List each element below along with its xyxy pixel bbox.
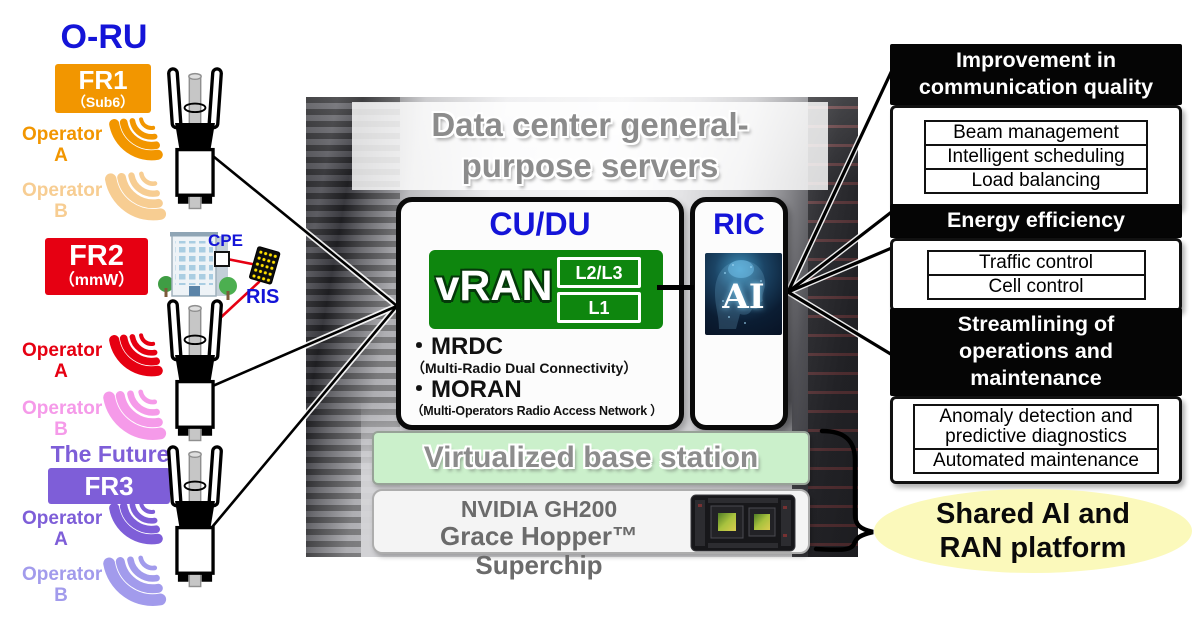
ai-head-profile-icon	[715, 260, 765, 329]
signal-waves-icon	[100, 500, 164, 558]
signal-waves-icon	[100, 332, 164, 390]
cudu-features: ・MRDC （Multi-Radio Dual Connectivity） ・M…	[407, 334, 683, 419]
fr2-label: FR2	[69, 240, 124, 272]
panel-title: Improvement in communication quality	[890, 44, 1182, 105]
oru-title: O-RU	[60, 18, 148, 56]
cudu-title: CU/DU	[489, 206, 591, 242]
ric-title: RIC	[713, 208, 765, 241]
panel-title: Streamlining of operations and maintenan…	[890, 308, 1182, 396]
gh200-label: NVIDIA GH200 Grace Hopper™ Superchip	[440, 496, 638, 580]
ai-brain-image: AI	[705, 253, 782, 335]
panel-streamlining-operations: Streamlining of operations and maintenan…	[890, 308, 1182, 484]
antenna-icon	[166, 66, 224, 218]
moran-desc: （Multi-Operators Radio Access Network ）	[411, 404, 663, 418]
signal-waves-icon	[92, 388, 168, 456]
vran-ric-connector	[657, 285, 694, 290]
fr3-label: FR3	[84, 471, 134, 501]
gh200-chip-image	[690, 494, 796, 552]
cpe-label: CPE	[208, 231, 243, 250]
fr2-sub-label: （mmW）	[58, 272, 135, 289]
layer-l1-box: L1	[557, 292, 641, 323]
ric-box: RIC AI	[690, 197, 788, 430]
panel-item: Load balancing	[924, 168, 1148, 194]
vran-label: vRAN	[435, 262, 553, 310]
panel-item: Anomaly detection and predictive diagnos…	[913, 404, 1159, 450]
ris-label: RIS	[246, 286, 280, 308]
fr2-band-box: FR2 （mmW）	[45, 238, 148, 295]
ai-label: AI	[722, 277, 765, 317]
moran-label: ・MORAN	[407, 376, 522, 403]
panel-body: Anomaly detection and predictive diagnos…	[890, 396, 1182, 484]
antenna-icon	[166, 298, 224, 450]
virtualized-base-station-bar: Virtualized base station	[372, 431, 810, 485]
fr1-label: FR1	[78, 65, 128, 95]
signal-waves-icon	[100, 116, 164, 174]
panel-item: Cell control	[926, 274, 1146, 300]
signal-waves-icon	[94, 170, 168, 236]
mrdc-label: ・MRDC	[407, 333, 503, 360]
panel-item: Beam management	[924, 120, 1148, 146]
vran-box: vRAN L2/L3 L1	[429, 250, 663, 329]
panel-communication-quality: Improvement in communication quality Bea…	[890, 44, 1182, 210]
mrdc-desc: （Multi-Radio Dual Connectivity）	[411, 360, 638, 376]
cpe-box-icon	[214, 251, 230, 267]
ris-panel-icon	[249, 246, 281, 285]
panel-title: Energy efficiency	[890, 204, 1182, 238]
layer-l2l3-box: L2/L3	[557, 257, 641, 288]
panel-body: Traffic control Cell control	[890, 238, 1182, 312]
panel-body: Beam management Intelligent scheduling L…	[890, 105, 1182, 210]
brace-icon	[813, 428, 874, 552]
panel-item: Intelligent scheduling	[924, 144, 1148, 170]
panel-energy-efficiency: Energy efficiency Traffic control Cell c…	[890, 204, 1182, 312]
panel-item: Automated maintenance	[913, 448, 1159, 474]
future-label: The Future	[50, 441, 170, 467]
banner-title: Data center general- purpose servers	[352, 102, 828, 190]
antenna-icon	[166, 444, 224, 596]
fr3-band-box: FR3	[48, 468, 170, 504]
gh200-bar: NVIDIA GH200 Grace Hopper™ Superchip	[372, 489, 810, 580]
signal-waves-icon	[92, 554, 168, 622]
shared-platform-bubble: Shared AI and RAN platform	[874, 489, 1192, 573]
fr1-sub-label: （Sub6）	[71, 94, 135, 110]
cudu-box: CU/DU vRAN L2/L3 L1 ・MRDC （Multi-Radio D…	[396, 197, 684, 430]
panel-item: Traffic control	[926, 250, 1146, 276]
fr1-band-box: FR1 （Sub6）	[55, 64, 151, 113]
